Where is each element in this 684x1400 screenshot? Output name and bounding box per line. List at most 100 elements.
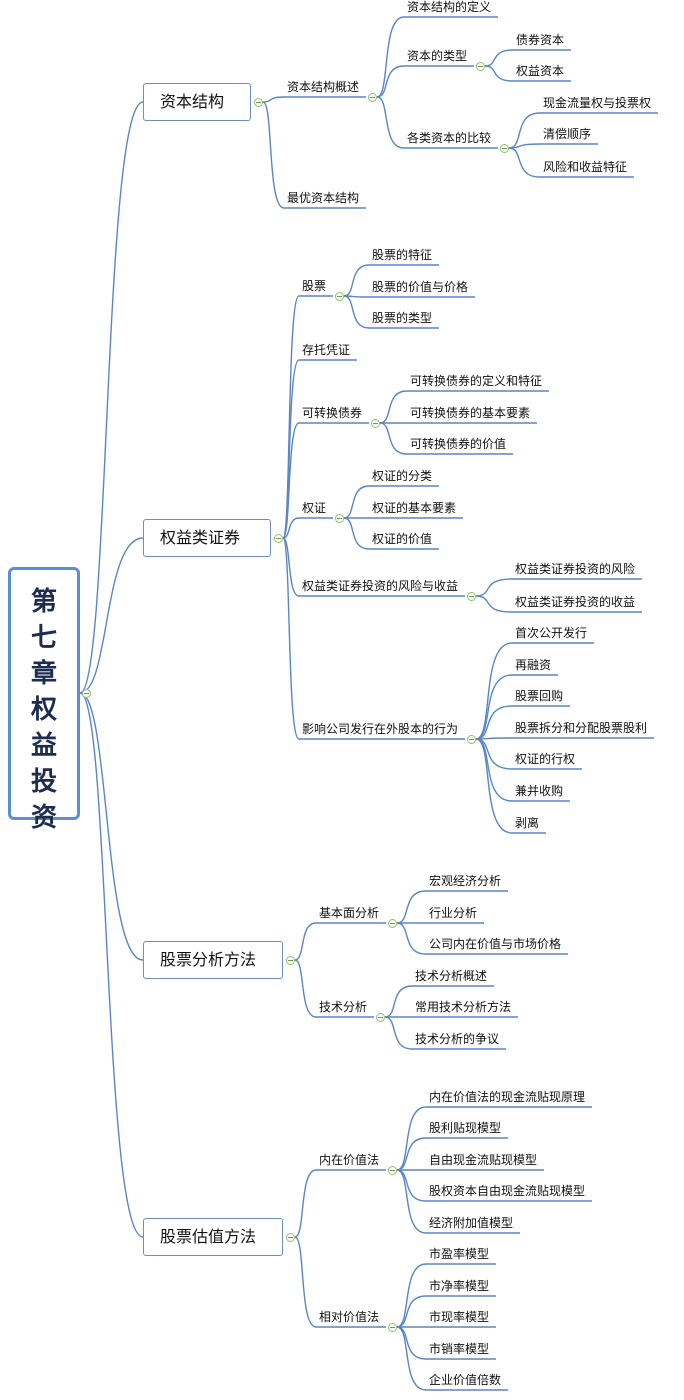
connector [396, 922, 427, 955]
collapse-toggle-icon[interactable] [466, 734, 476, 744]
subtopic-node[interactable]: 资本结构的定义 [407, 0, 492, 14]
topic-node[interactable]: 最优资本结构 [287, 191, 360, 205]
subtopic-node[interactable]: 股权资本自由现金流贴现模型 [429, 1184, 586, 1198]
subtopic-node[interactable]: 可转换债券的基本要素 [410, 406, 531, 420]
topic-node[interactable]: 可转换债券 [302, 406, 363, 420]
collapse-toggle-icon[interactable] [285, 955, 295, 965]
connector [396, 1326, 427, 1360]
connector [294, 959, 317, 1018]
subtopic-node[interactable]: 兼并收购 [515, 784, 564, 798]
subtopic-node[interactable]: 自由现金流贴现模型 [429, 1153, 538, 1167]
subtopic-node[interactable]: 股利贴现模型 [429, 1121, 502, 1135]
topic-node[interactable]: 技术分析 [319, 1000, 368, 1014]
subtopic-node[interactable]: 权证的价值 [372, 532, 433, 546]
leaf-node[interactable]: 风险和收益特征 [543, 160, 628, 174]
subtopic-node[interactable]: 市现率模型 [429, 1310, 490, 1324]
connector [282, 537, 300, 597]
subtopic-node[interactable]: 技术分析概述 [415, 969, 488, 983]
collapse-toggle-icon[interactable] [81, 688, 91, 698]
leaf-node[interactable]: 权益资本 [516, 64, 565, 78]
collapse-toggle-icon[interactable] [273, 533, 283, 543]
connector [343, 295, 370, 329]
subtopic-node[interactable]: 宏观经济分析 [429, 874, 502, 888]
collapse-toggle-icon[interactable] [387, 918, 397, 928]
topic-node[interactable]: 权证 [302, 501, 327, 515]
collapse-toggle-icon[interactable] [387, 1322, 397, 1332]
topic-node[interactable]: 存托凭证 [302, 343, 351, 357]
subtopic-node[interactable]: 股票的类型 [372, 311, 433, 325]
branch-label: 权益类证券 [160, 528, 241, 547]
branch-node[interactable]: 股票分析方法 [143, 941, 283, 979]
topic-node[interactable]: 股票 [302, 279, 327, 293]
subtopic-node[interactable]: 可转换债券的价值 [410, 437, 507, 451]
connector [396, 1295, 427, 1328]
topic-node[interactable]: 相对价值法 [319, 1310, 380, 1324]
subtopic-node[interactable]: 市盈率模型 [429, 1247, 490, 1261]
subtopic-node[interactable]: 企业价值倍数 [429, 1373, 502, 1387]
subtopic-node[interactable]: 股票回购 [515, 689, 564, 703]
connector [294, 922, 317, 961]
connector [343, 485, 370, 519]
collapse-toggle-icon[interactable] [499, 143, 509, 153]
topic-node[interactable]: 资本结构概述 [287, 80, 360, 94]
subtopic-node[interactable]: 经济附加值模型 [429, 1216, 514, 1230]
leaf-node[interactable]: 债券资本 [516, 33, 565, 47]
subtopic-node[interactable]: 股票拆分和分配股票股利 [515, 721, 648, 735]
branch-label: 股票分析方法 [160, 950, 257, 969]
subtopic-node[interactable]: 权益类证券投资的风险 [515, 562, 636, 576]
connector [484, 65, 514, 82]
collapse-toggle-icon[interactable] [466, 591, 476, 601]
branch-node[interactable]: 股票估值方法 [143, 1218, 283, 1256]
subtopic-node[interactable]: 再融资 [515, 658, 552, 672]
collapse-toggle-icon[interactable] [334, 513, 344, 523]
subtopic-node[interactable]: 内在价值法的现金流贴现原理 [429, 1090, 586, 1104]
subtopic-node[interactable]: 权证的行权 [515, 752, 576, 766]
subtopic-node[interactable]: 首次公开发行 [515, 626, 588, 640]
connector [475, 642, 513, 740]
subtopic-node[interactable]: 公司内在价值与市场价格 [429, 937, 562, 951]
connector [475, 738, 513, 834]
connector [396, 890, 427, 924]
topic-node[interactable]: 基本面分析 [319, 906, 380, 920]
subtopic-node[interactable]: 权证的分类 [372, 469, 433, 483]
subtopic-node[interactable]: 市销率模型 [429, 1342, 490, 1356]
collapse-toggle-icon[interactable] [367, 92, 377, 102]
subtopic-node[interactable]: 权证的基本要素 [372, 501, 457, 515]
connector [282, 537, 300, 740]
subtopic-node[interactable]: 股票的特征 [372, 248, 433, 262]
subtopic-node[interactable]: 权益类证券投资的收益 [515, 595, 636, 609]
connector [376, 65, 405, 98]
subtopic-node[interactable]: 剥离 [515, 816, 540, 830]
root-node[interactable]: 第 七 章 权 益 投 资 [8, 567, 80, 833]
leaf-node[interactable]: 现金流量权与投票权 [543, 96, 652, 110]
collapse-toggle-icon[interactable] [475, 61, 485, 71]
subtopic-node[interactable]: 技术分析的争议 [415, 1032, 500, 1046]
connector [508, 147, 541, 178]
subtopic-node[interactable]: 行业分析 [429, 906, 478, 920]
collapse-toggle-icon[interactable] [375, 1012, 385, 1022]
topic-node[interactable]: 内在价值法 [319, 1153, 380, 1167]
connector [343, 517, 370, 550]
subtopic-node[interactable]: 股票的价值与价格 [372, 280, 469, 294]
subtopic-node[interactable]: 资本的类型 [407, 49, 468, 63]
branch-node[interactable]: 权益类证券 [143, 519, 271, 557]
collapse-toggle-icon[interactable] [387, 1165, 397, 1175]
subtopic-node[interactable]: 市净率模型 [429, 1279, 490, 1293]
collapse-toggle-icon[interactable] [253, 97, 263, 107]
topic-node[interactable]: 影响公司发行在外股本的行为 [302, 722, 459, 736]
subtopic-node[interactable]: 可转换债券的定义和特征 [410, 374, 543, 388]
collapse-toggle-icon[interactable] [334, 291, 344, 301]
branch-label: 股票估值方法 [160, 1227, 257, 1246]
subtopic-node[interactable]: 各类资本的比较 [407, 131, 492, 145]
collapse-toggle-icon[interactable] [370, 418, 380, 428]
connector [396, 1137, 427, 1171]
topic-node[interactable]: 权益类证券投资的风险与收益 [302, 579, 459, 593]
leaf-node[interactable]: 清偿顺序 [543, 127, 592, 141]
connector [79, 692, 144, 1238]
subtopic-node[interactable]: 常用技术分析方法 [415, 1000, 512, 1014]
connector [294, 1169, 317, 1238]
collapse-toggle-icon[interactable] [285, 1232, 295, 1242]
branch-node[interactable]: 资本结构 [143, 83, 251, 121]
